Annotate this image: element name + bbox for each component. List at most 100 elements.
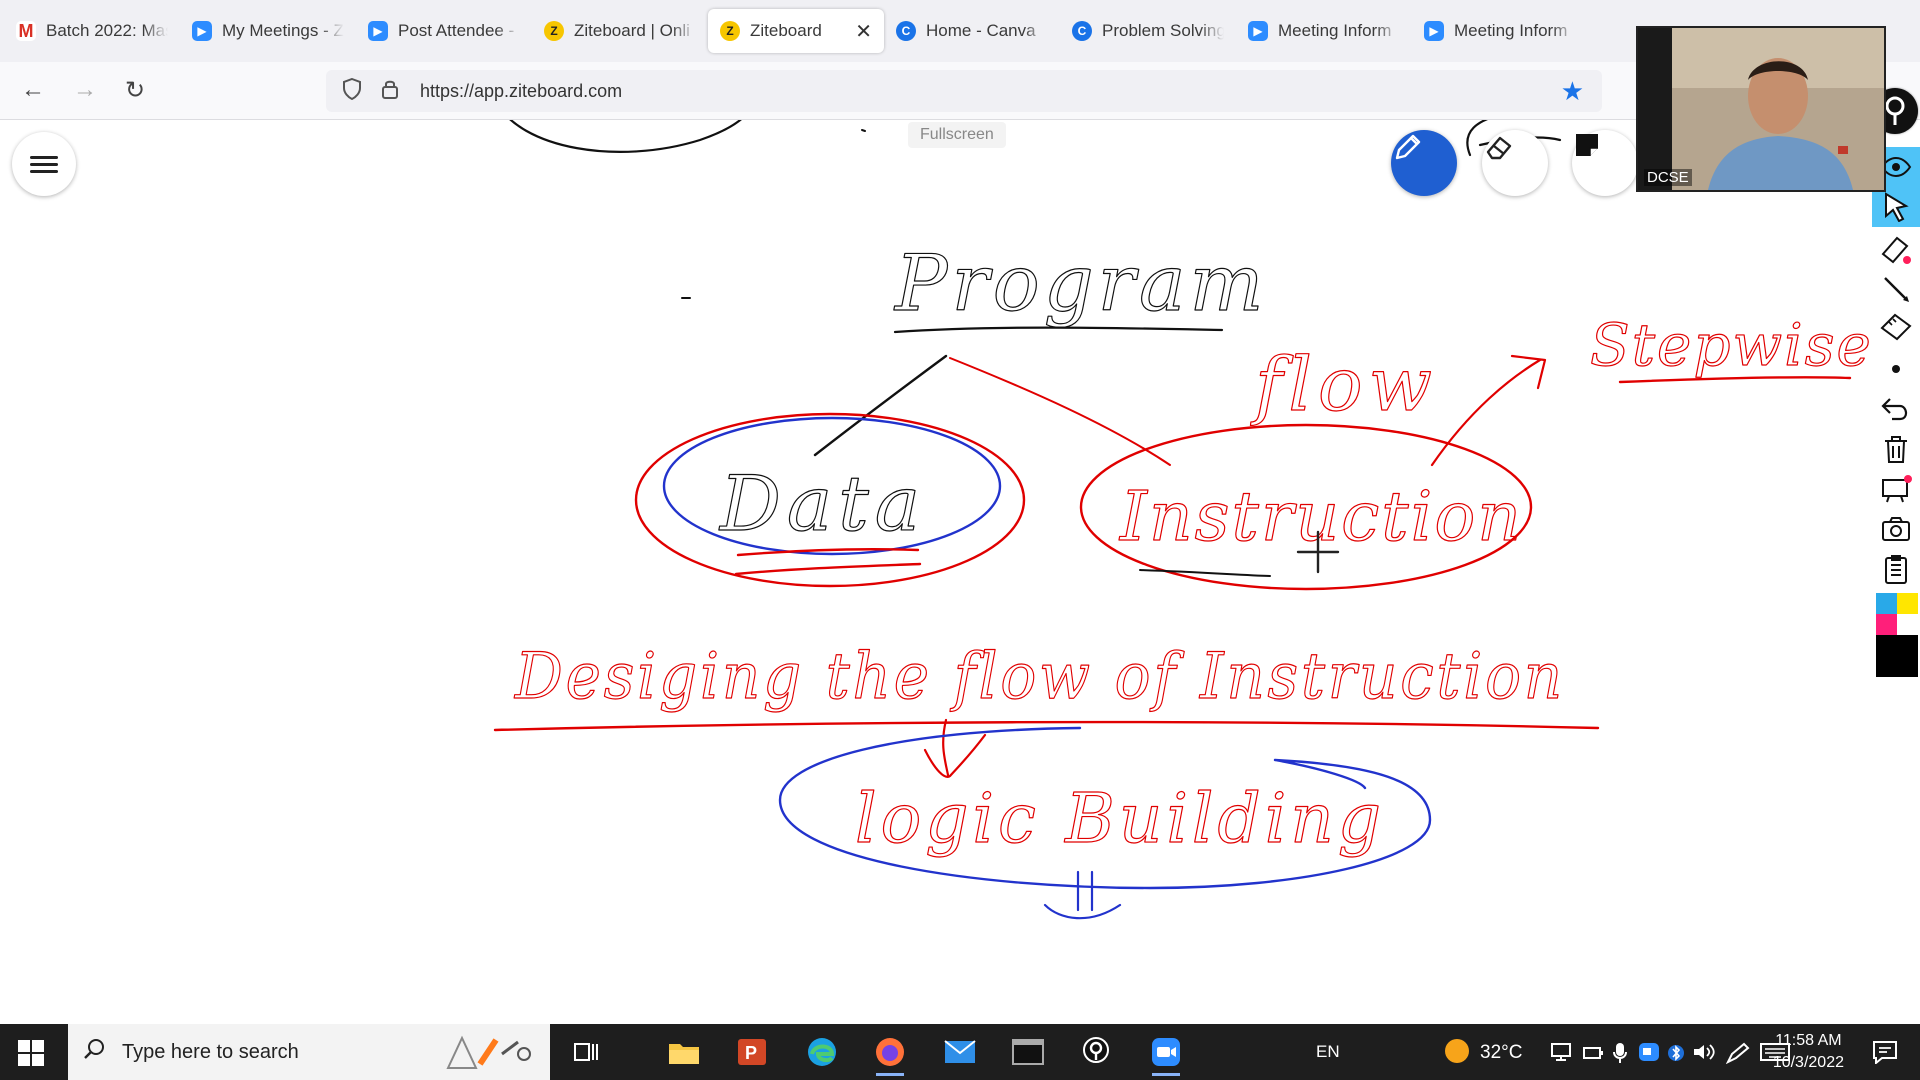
sticky-note-button[interactable] (1572, 130, 1638, 196)
tree-line-instruction (949, 357, 1171, 466)
line-tool[interactable] (1872, 269, 1920, 309)
flow-arrow (1430, 354, 1547, 467)
touch-keyboard-icon[interactable] (1760, 1042, 1790, 1067)
browser-tab[interactable]: Z Ziteboard ✕ (708, 9, 884, 53)
instruction-ellipse (1079, 423, 1533, 591)
battery-icon[interactable] (1582, 1042, 1604, 1067)
line-icon (1884, 277, 1909, 302)
color-swatch-black[interactable] (1876, 635, 1918, 677)
mail-app[interactable] (938, 1032, 982, 1072)
powerpoint-app[interactable]: P (730, 1032, 774, 1072)
windows-start-icon[interactable] (18, 1040, 44, 1066)
lock-icon[interactable] (378, 78, 402, 105)
tree-line-data (813, 354, 948, 457)
data-underline-1 (736, 548, 920, 557)
powerpoint-icon: P (738, 1039, 766, 1065)
file-explorer-app[interactable] (662, 1032, 706, 1072)
undo-icon (1881, 398, 1908, 421)
browser-navbar: ← → ↻ https://app.ziteboard.com ★ (0, 62, 1920, 120)
taskbar-clock[interactable]: 11:58 AM 10/3/2022 (1773, 1030, 1844, 1074)
zoom-tray-icon[interactable] (1638, 1042, 1660, 1067)
marker-tool[interactable] (1872, 229, 1920, 269)
network-icon[interactable] (1550, 1042, 1572, 1067)
designing-sentence: Desiging the flow of Instruction (514, 640, 1565, 714)
stepwise-underline (1618, 376, 1852, 384)
forward-button[interactable]: → (73, 76, 97, 103)
crosshair-cursor (1296, 530, 1340, 574)
canva-icon: C (896, 21, 916, 41)
notification-icon[interactable] (1872, 1040, 1898, 1069)
ruler-tool[interactable] (1872, 307, 1920, 347)
gmail-icon: M (16, 21, 36, 41)
slides-tool[interactable] (1872, 469, 1920, 509)
handwriting-layer: Program Data Instruction flow Stepwise D… (493, 120, 1871, 920)
browser-tab[interactable]: ▶Post Attendee - (356, 9, 532, 53)
browser-tab-label: Ziteboard (750, 21, 822, 40)
color-palette[interactable] (1876, 593, 1918, 677)
taskbar-search[interactable]: Type here to search (68, 1024, 550, 1080)
pen-tool-button[interactable] (1391, 130, 1457, 196)
zoom-app[interactable] (1144, 1032, 1188, 1076)
bookmark-star-icon[interactable]: ★ (1560, 76, 1584, 106)
partial-circle-stroke (509, 120, 742, 153)
program-underline (893, 326, 1224, 334)
browser-tab[interactable]: ▶Meeting Inform (1412, 9, 1588, 53)
address-bar[interactable]: https://app.ziteboard.com ★ (326, 70, 1602, 112)
pin-app[interactable] (1074, 1032, 1118, 1072)
firefox-app[interactable] (868, 1032, 912, 1076)
browser-tab-label: Meeting Inform (1278, 21, 1392, 40)
dot-size-tool[interactable] (1872, 349, 1920, 389)
ziteboard-icon: Z (720, 21, 740, 41)
microphone-icon[interactable] (1612, 1042, 1628, 1069)
eraser-tool-button[interactable] (1482, 130, 1548, 196)
back-button[interactable]: ← (21, 76, 45, 103)
search-placeholder: Type here to search (122, 1040, 299, 1063)
color-swatch-cyan[interactable] (1876, 593, 1897, 614)
select-tool[interactable] (1872, 187, 1920, 227)
browser-tab[interactable]: ▶Meeting Inform (1236, 9, 1412, 53)
presenter-video[interactable]: DCSE (1636, 26, 1886, 192)
close-tab-icon[interactable]: ✕ (855, 20, 872, 43)
delete-tool[interactable] (1872, 429, 1920, 469)
whiteboard-canvas[interactable]: Program Data Instruction flow Stepwise D… (0, 120, 1920, 1024)
zoom-icon (1152, 1038, 1180, 1066)
edge-app[interactable] (800, 1032, 844, 1072)
browser-tab-label: My Meetings - Z (222, 21, 344, 40)
weather-sun-icon[interactable] (1444, 1038, 1470, 1069)
browser-tab-label: Problem Solving (1102, 21, 1224, 40)
input-language[interactable]: EN (1316, 1042, 1340, 1061)
clipboard-tool[interactable] (1872, 549, 1920, 589)
task-view-button[interactable] (564, 1032, 608, 1072)
firefox-icon (876, 1038, 904, 1066)
temperature[interactable]: 32°C (1480, 1042, 1523, 1063)
ruler-icon (1880, 313, 1912, 341)
color-swatch-yellow[interactable] (1897, 593, 1918, 614)
bluetooth-icon[interactable] (1668, 1042, 1684, 1069)
color-swatch-magenta[interactable] (1876, 614, 1897, 635)
volume-icon[interactable] (1692, 1042, 1716, 1067)
browser-tab[interactable]: ▶My Meetings - Z (180, 9, 356, 53)
reload-button[interactable]: ↻ (124, 77, 146, 104)
data-blue-ellipse (662, 416, 1002, 556)
pen-icon[interactable] (1725, 1042, 1750, 1069)
color-swatch-white[interactable] (1897, 614, 1918, 635)
folder-icon (669, 1044, 699, 1064)
undo-tool[interactable] (1872, 389, 1920, 429)
snapshot-tool[interactable] (1872, 509, 1920, 549)
camera-icon (1882, 517, 1910, 541)
fullscreen-button[interactable]: Fullscreen (908, 122, 1006, 148)
side-toolbar (1872, 147, 1920, 827)
clock-date: 10/3/2022 (1772, 1054, 1844, 1071)
terminal-app[interactable] (1006, 1032, 1050, 1072)
instruction-underline (1139, 569, 1271, 577)
stray-dot (861, 129, 866, 132)
system-tray: EN 32°C 11:58 AM 10/3/2022 (1300, 1024, 1920, 1080)
double-arrow (1043, 870, 1122, 920)
eraser-icon (1486, 136, 1512, 160)
shield-icon[interactable] (340, 77, 364, 105)
menu-button[interactable] (12, 132, 76, 196)
